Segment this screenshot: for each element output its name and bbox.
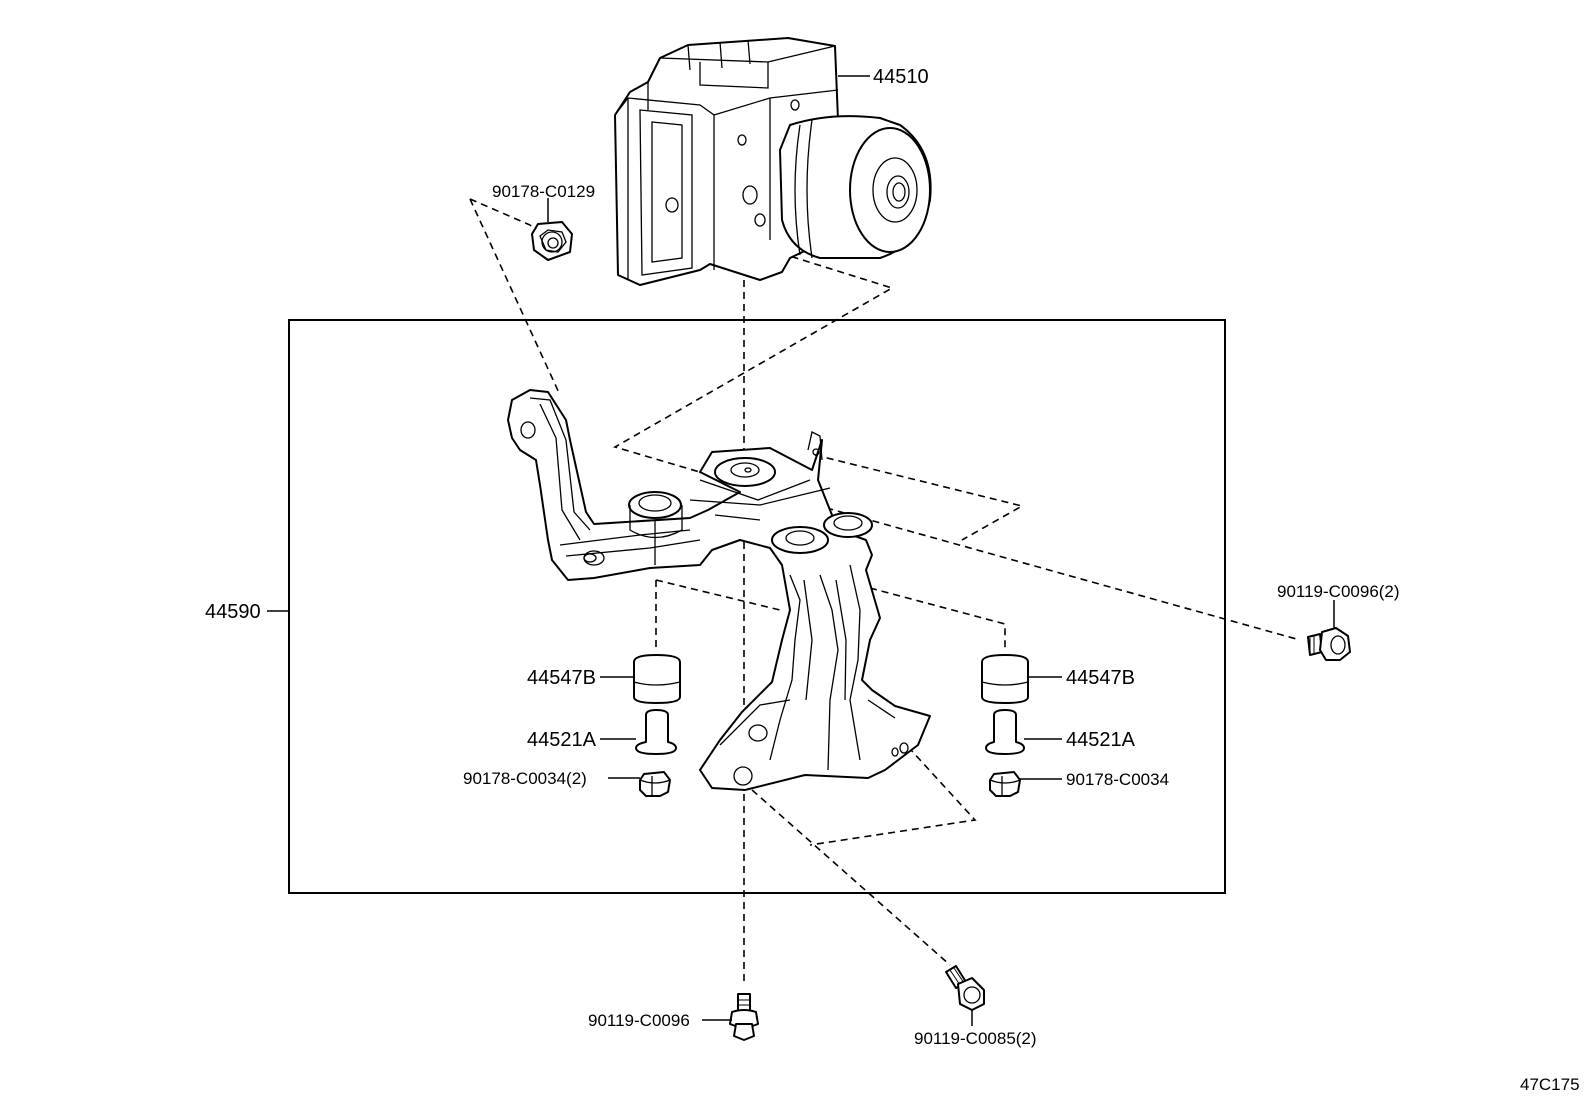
bolt-right: [1307, 627, 1351, 661]
collar-right: [985, 709, 1025, 755]
label-bolt-right: 90119-C0096(2): [1277, 582, 1400, 601]
bolt-bottom: [729, 993, 759, 1041]
bolt-bottom-right: [945, 965, 985, 1011]
label-collar-left: 44521A: [527, 729, 597, 751]
cushion-left: [633, 654, 681, 704]
label-collar-right: 44521A: [1066, 729, 1136, 751]
label-cushion-right: 44547B: [1066, 667, 1135, 689]
abs-actuator: [614, 37, 932, 286]
leader-lines: [267, 75, 1335, 1026]
nut-right: [989, 771, 1021, 797]
label-bracket-assembly: 44590: [205, 601, 261, 623]
label-cushion-left: 44547B: [527, 667, 596, 689]
label-nut-top: 90178-C0129: [492, 182, 595, 201]
diagram-id: 47C175: [1520, 1075, 1580, 1094]
flange-nut-top: [531, 221, 573, 261]
bracket-assembly-frame: [288, 319, 1226, 894]
label-bolt-bottom: 90119-C0096: [588, 1011, 690, 1030]
collar-left: [635, 709, 677, 755]
label-nut-left: 90178-C0034(2): [463, 769, 587, 788]
cushion-right: [981, 654, 1029, 704]
nut-left: [639, 771, 671, 797]
assembly-lines: [469, 198, 1301, 985]
actuator-bracket: [507, 389, 931, 791]
label-nut-right: 90178-C0034: [1066, 770, 1169, 789]
label-actuator: 44510: [873, 66, 929, 88]
label-bolt-bottom-right: 90119-C0085(2): [914, 1029, 1037, 1048]
